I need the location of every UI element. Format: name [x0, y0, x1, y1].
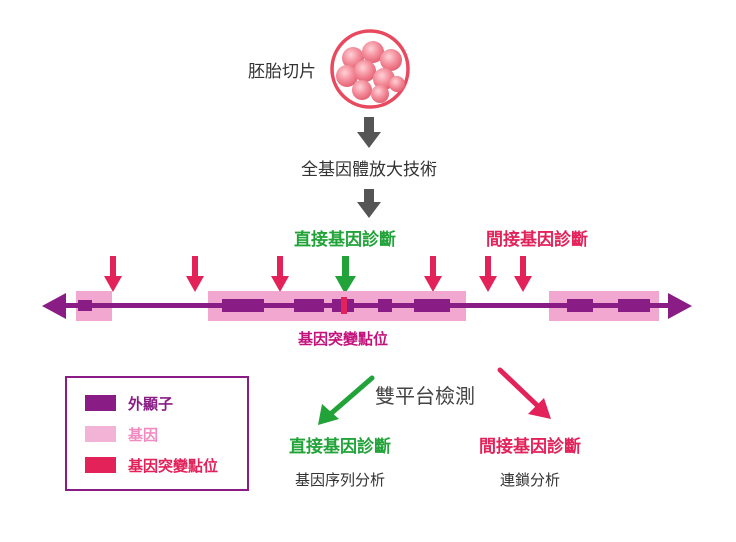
left-arrow-icon	[42, 293, 66, 319]
mutation-site-label: 基因突變點位	[297, 330, 388, 348]
marker-arrow-icon	[186, 256, 204, 292]
embryo-label: 胚胎切片	[248, 62, 316, 82]
legend-exon-label: 外顯子	[127, 395, 173, 413]
platform-direct-title: 直接基因診斷	[289, 436, 391, 457]
mutation-site-mark	[341, 297, 347, 314]
chromosome-line	[42, 293, 692, 319]
marker-arrow-icon	[424, 256, 442, 292]
legend-exon-swatch	[85, 395, 116, 411]
legend-gene-swatch	[85, 426, 116, 442]
indirect-diagnosis-header: 間接基因診斷	[486, 229, 588, 250]
amplification-label: 全基因體放大技術	[301, 160, 437, 180]
marker-arrow-icon	[271, 256, 289, 292]
direct-marker-arrow-icon	[335, 256, 356, 294]
marker-arrow-icon	[514, 256, 532, 292]
marker-arrow-icon	[104, 256, 122, 292]
platform-title: 雙平台檢測	[375, 384, 475, 408]
down-arrow-icon	[357, 189, 381, 218]
legend-mutation-swatch	[85, 457, 116, 473]
right-diagonal-arrow-icon	[497, 367, 551, 419]
right-arrow-icon	[668, 293, 692, 319]
legend-gene-label: 基因	[127, 426, 158, 444]
marker-arrow-icon	[479, 256, 497, 292]
direct-diagnosis-header: 直接基因診斷	[294, 229, 396, 250]
left-diagonal-arrow-icon	[318, 375, 375, 425]
platform-direct-sub: 基因序列分析	[295, 471, 385, 489]
down-arrow-icon	[357, 117, 381, 148]
embryo-icon	[330, 29, 410, 109]
legend-mutation-label: 基因突變點位	[127, 457, 218, 475]
exon-blocks	[78, 299, 650, 312]
legend: 外顯子 基因 基因突變點位	[65, 376, 249, 491]
platform-indirect-title: 間接基因診斷	[479, 436, 581, 457]
platform-indirect-sub: 連鎖分析	[500, 471, 560, 489]
